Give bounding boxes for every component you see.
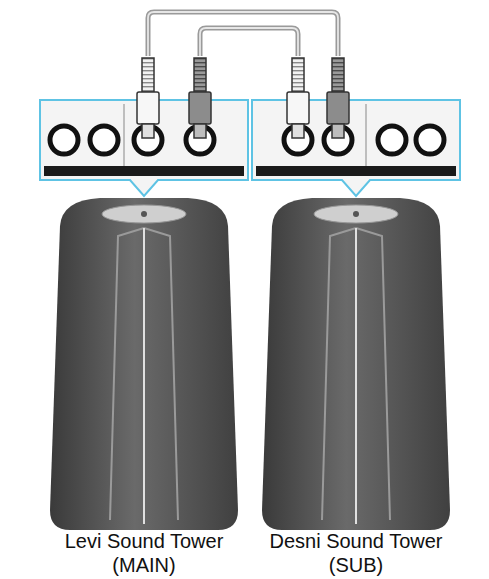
jack-panel [252, 100, 460, 196]
speaker-label-box: Levi Sound Tower(MAIN) [40, 56, 248, 577]
speaker-label-box: Desni Sound Tower(SUB) [252, 56, 460, 577]
speaker-tower [50, 198, 238, 530]
speaker-name: Desni Sound Tower [269, 529, 442, 553]
speaker-name: (SUB) [329, 553, 383, 577]
rca-cable [200, 28, 298, 56]
rca-plug [137, 58, 349, 138]
speaker-name: Levi Sound Tower [65, 529, 224, 553]
speaker-name: (MAIN) [112, 553, 175, 577]
speaker-tower [262, 198, 450, 530]
rca-cable [148, 12, 338, 56]
